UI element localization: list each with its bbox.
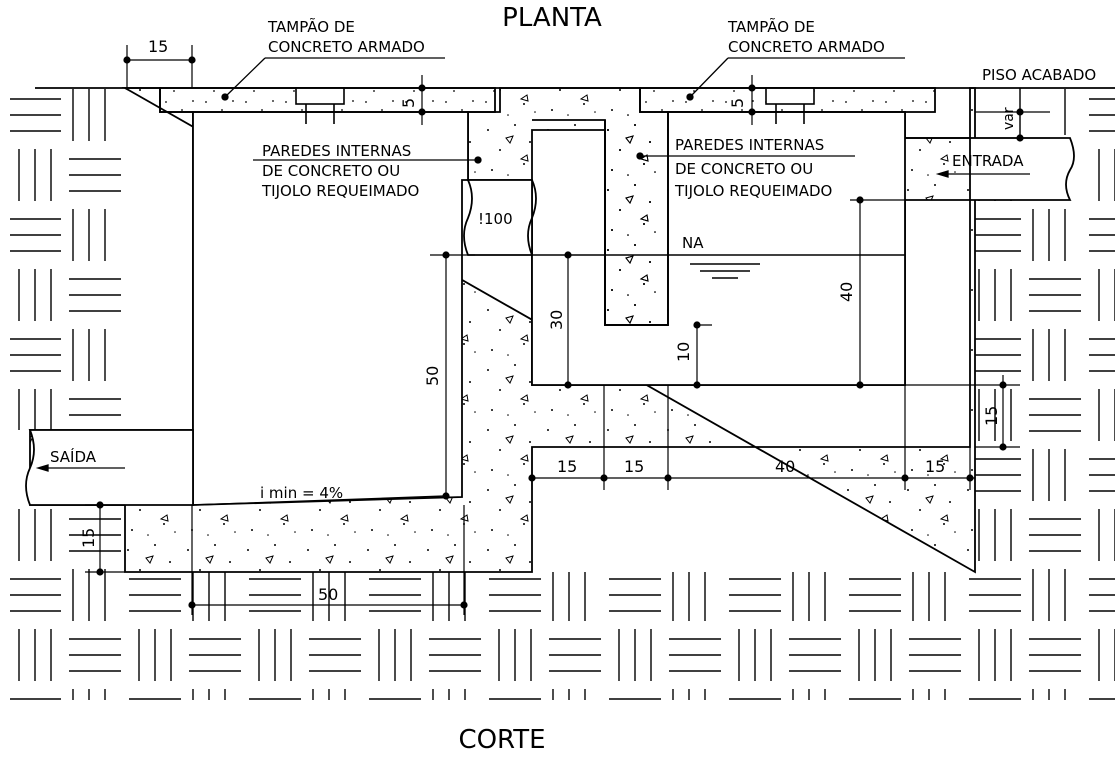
- label-entrada: ENTRADA: [952, 152, 1024, 170]
- title-planta: PLANTA: [502, 3, 602, 33]
- label-paredes-2a: PAREDES INTERNAS: [675, 136, 824, 154]
- dim-50-bottom: 50: [318, 585, 338, 604]
- water-level: [532, 254, 905, 279]
- label-paredes-1a: PAREDES INTERNAS: [262, 142, 411, 160]
- label-piso-acabado: PISO ACABADO: [982, 66, 1096, 84]
- dim-bottom-15c: 15: [925, 457, 945, 476]
- dim-var: var: [1001, 107, 1017, 130]
- dim-lid-5a: 5: [399, 98, 418, 108]
- label-tampao-1b: CONCRETO ARMADO: [268, 38, 425, 56]
- dim-bottom-40: 40: [775, 457, 795, 476]
- leaders: [221, 57, 1021, 164]
- label-tampao-1a: TAMPÃO DE: [267, 17, 355, 36]
- dim-30: 30: [547, 310, 566, 330]
- label-pipe-diameter: !100: [478, 210, 513, 228]
- dim-10: 10: [674, 342, 693, 362]
- dim-15-right: 15: [982, 406, 1001, 426]
- dim-50-vertical: 50: [423, 366, 442, 386]
- label-slope: i min = 4%: [260, 484, 343, 502]
- dim-40-vertical: 40: [837, 282, 856, 302]
- dim-lid-5b: 5: [728, 98, 747, 108]
- label-paredes-1c: TIJOLO REQUEIMADO: [261, 182, 419, 200]
- flow-arrows: [35, 170, 1030, 472]
- lid-handles: [295, 87, 815, 124]
- baffle-fill: [605, 112, 668, 325]
- dim-bottom-15a: 15: [557, 457, 577, 476]
- label-paredes-2c: TIJOLO REQUEIMADO: [674, 182, 832, 200]
- slope-line: [192, 495, 447, 506]
- dimension-lines: [85, 45, 1050, 615]
- dim-15-left: 15: [79, 528, 98, 548]
- label-tampao-2b: CONCRETO ARMADO: [728, 38, 885, 56]
- label-saida: SAÍDA: [50, 447, 97, 466]
- label-tampao-2a: TAMPÃO DE: [727, 17, 815, 36]
- title-corte: CORTE: [458, 725, 545, 755]
- label-paredes-2b: DE CONCRETO OU: [675, 160, 813, 178]
- dim-bottom-15b: 15: [624, 457, 644, 476]
- label-paredes-1b: DE CONCRETO OU: [262, 162, 400, 180]
- label-na: NA: [682, 234, 704, 252]
- dim-top-15: 15: [148, 37, 168, 56]
- baffle-outline: [604, 120, 668, 326]
